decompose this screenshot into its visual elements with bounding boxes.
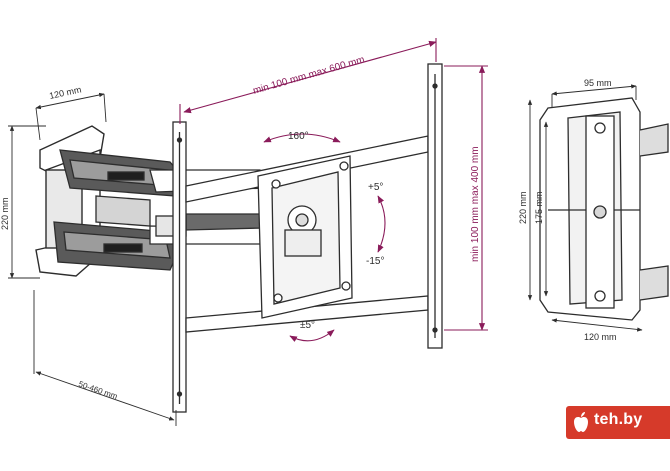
accent-dimension-lines bbox=[179, 38, 488, 343]
side-width-top-label: 95 mm bbox=[584, 78, 612, 88]
top-width-label: min 100 mm max 600 mm bbox=[252, 54, 366, 96]
extension-label: 50-460 mm bbox=[77, 379, 119, 401]
watermark-text: teh.by bbox=[594, 411, 643, 428]
side-view-plate bbox=[539, 97, 669, 321]
side-width-bottom-label: 120 mm bbox=[584, 332, 617, 342]
apple-logo-icon bbox=[574, 412, 588, 432]
dimension-lines bbox=[8, 84, 643, 426]
right-height-label: min 100 mm max 400 mm bbox=[470, 146, 481, 262]
wall-rail bbox=[172, 121, 187, 413]
swing-arm bbox=[53, 149, 267, 271]
side-height-outer-label: 220 mm bbox=[518, 191, 528, 224]
tv-frame bbox=[185, 63, 443, 349]
rotate-label: ±5° bbox=[300, 320, 315, 331]
tilt-up-label: +5° bbox=[368, 182, 383, 193]
left-height-label: 220 mm bbox=[0, 197, 10, 230]
swivel-label: 160° bbox=[288, 131, 309, 142]
tilt-plate bbox=[257, 155, 353, 319]
tilt-down-label: -15° bbox=[366, 256, 384, 267]
side-height-inner-label: 175 mm bbox=[534, 191, 544, 224]
arm-width-label: 120 mm bbox=[48, 84, 82, 101]
